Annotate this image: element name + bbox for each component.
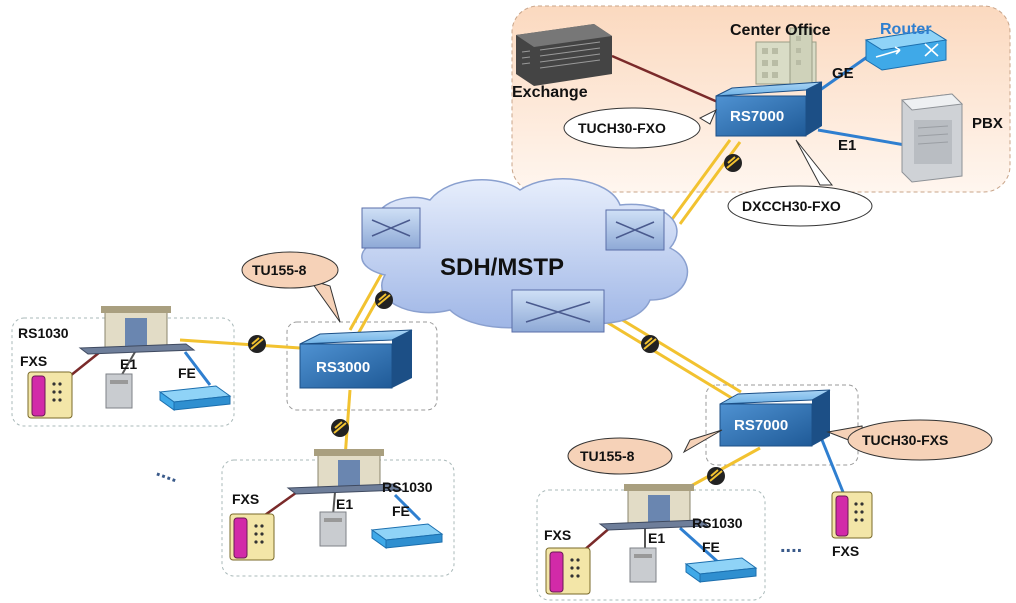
phone-icon: [831, 491, 873, 539]
phone-icon: [27, 371, 73, 419]
callout-tuch30-fxs: [847, 419, 993, 461]
cloud-switch-icon: [605, 209, 665, 251]
left-rs3000-label: RS3000: [316, 359, 370, 376]
cloud-switch-icon: [361, 207, 421, 249]
callout-tu155-8-right: [567, 437, 673, 475]
remote-bottom-fe-label: FE: [392, 503, 410, 519]
remote-left-rs1030-label: RS1030: [18, 325, 69, 341]
left-rs3000-node-icon: [299, 329, 413, 389]
callout-tu155-8-left-text: TU155-8: [252, 262, 307, 278]
link-marker-icon: [641, 335, 659, 353]
remote-bottom-building-icon: [314, 449, 384, 490]
left-node-group: [286, 321, 438, 411]
link-marker-icon: [248, 335, 266, 353]
link-marker-icon: [707, 467, 725, 485]
link-marker-icon: [331, 419, 349, 437]
e1-label-center: E1: [838, 137, 856, 154]
ellipsis-left: ....: [153, 459, 181, 487]
remote-right-rs1030-label: RS1030: [692, 515, 743, 531]
callout-tuch30-fxs-text: TUCH30-FXS: [862, 432, 948, 448]
link-marker-icon: [724, 154, 742, 172]
ellipsis-right: ....: [780, 535, 802, 557]
ge-label: GE: [832, 65, 854, 82]
exchange-label: Exchange: [512, 84, 588, 101]
remote-bottom-e1-label: E1: [336, 496, 353, 512]
cloud-switch-icon: [511, 289, 605, 333]
remote-bottom-fxs-label: FXS: [232, 491, 259, 507]
callout-tuch30-fxo: [563, 107, 701, 149]
pbx-server-icon: [900, 93, 964, 183]
callout-tuch30-fxo-text: TUCH30-FXO: [578, 120, 666, 136]
remote-right-fe-label: FE: [702, 539, 720, 555]
right-rs7000-node-icon: [719, 389, 831, 447]
center-office-building-icon: [755, 27, 817, 85]
remote-right-rs1030-device-icon: [598, 519, 710, 531]
fe-switch-icon: [158, 385, 232, 411]
e1-pc-icon: [629, 547, 657, 583]
fe-switch-icon: [684, 557, 758, 583]
center-rs7000-label: RS7000: [730, 108, 784, 125]
remote-left-fxs-label: FXS: [20, 353, 47, 369]
remote-bottom-rs1030-device-icon: [286, 483, 404, 495]
router-icon: [864, 29, 948, 71]
remote-left-building-icon: [101, 306, 171, 349]
callout-dxcch30-fxo-text: DXCCH30-FXO: [742, 198, 841, 214]
remote-left-fe-label: FE: [178, 365, 196, 381]
e1-pc-icon: [105, 373, 133, 409]
router-label: Router: [880, 21, 932, 38]
ethernet-links: [183, 46, 906, 564]
remote-left-rs1030-device-icon: [78, 343, 196, 355]
right-node-group: [705, 384, 859, 466]
remote-left-e1-label: E1: [120, 356, 137, 372]
center-office-title: Center Office: [730, 22, 831, 39]
remote-right-fxs-label: FXS: [544, 527, 571, 543]
remote-right-e1-label: E1: [648, 530, 665, 546]
right-phone-fxs-label: FXS: [832, 543, 859, 559]
phone-icon: [229, 513, 275, 561]
callout-tu155-8-right-text: TU155-8: [580, 448, 635, 464]
phone-icon: [545, 547, 591, 595]
fe-switch-icon: [370, 523, 444, 549]
right-rs7000-label: RS7000: [734, 417, 788, 434]
link-marker-icon: [375, 291, 393, 309]
pbx-label: PBX: [972, 115, 1003, 132]
callout-dxcch30-fxo: [727, 185, 873, 227]
network-core-label: SDH/MSTP: [440, 254, 564, 281]
e1-pc-icon: [319, 511, 347, 547]
center-rs7000-node-icon: [715, 81, 823, 137]
callout-tu155-8-left: [241, 251, 339, 289]
exchange-icon: [516, 24, 612, 86]
remote-right-building-icon: [624, 484, 694, 525]
remote-bottom-rs1030-label: RS1030: [382, 479, 433, 495]
